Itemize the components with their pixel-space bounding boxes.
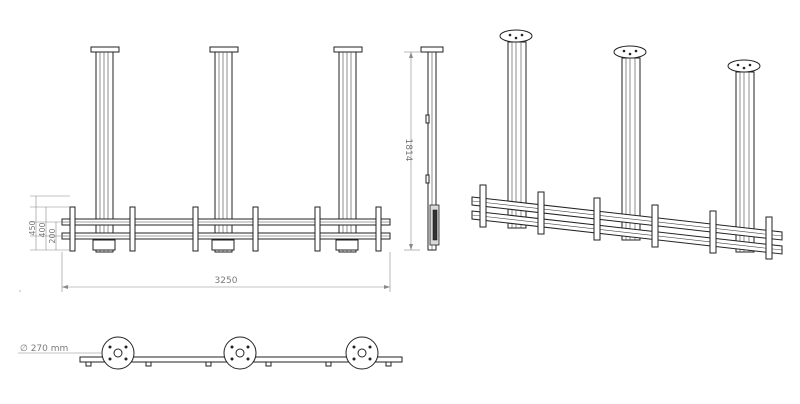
front-brackets [69,206,382,252]
plate-diameter-label: ∅ 270 mm [20,344,68,354]
side-view: 1814 [403,46,444,251]
top-plate-2 [223,336,257,370]
dimension-200: 200 [48,228,57,243]
front-width-dimension: 3250 [61,252,391,292]
top-plate-3 [345,336,379,370]
perspective-column-3 [727,59,761,253]
top-view: ∅ 270 mm [18,336,403,370]
front-left-dimensions: 450 400 200 [19,195,70,292]
perspective-column-1 [499,29,533,229]
perspective-brackets [479,184,773,260]
dimension-400: 400 [38,222,47,237]
perspective-view [471,29,783,260]
front-view: 450 400 200 3250 [19,46,391,292]
top-plate-1 [101,336,135,370]
dimension-width: 3250 [215,276,238,286]
front-column-2 [209,46,239,253]
dimension-height: 1814 [403,139,413,162]
perspective-column-2 [613,45,647,241]
dimension-450: 450 [28,220,37,235]
perspective-rails [471,196,783,255]
